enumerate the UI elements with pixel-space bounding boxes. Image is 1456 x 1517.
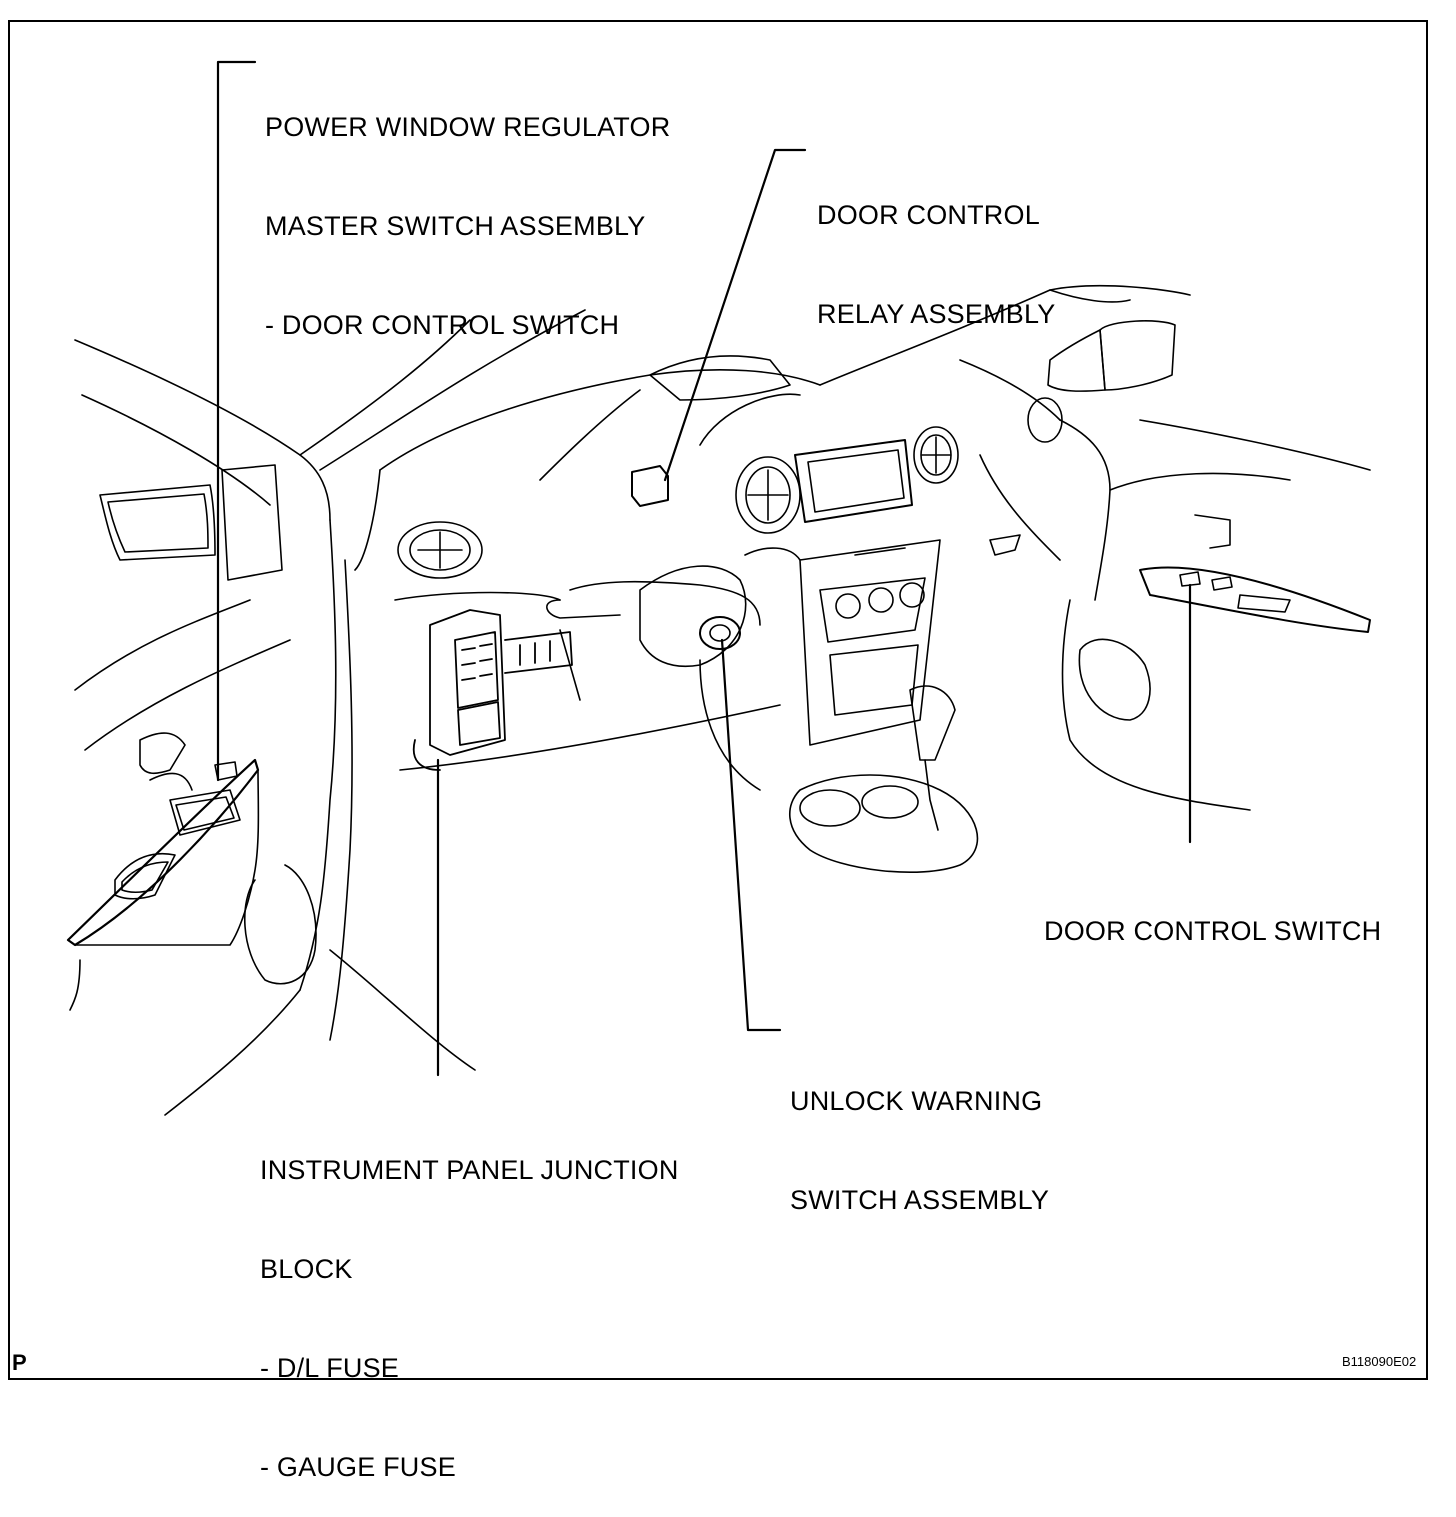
leader-lines (216, 60, 1192, 1077)
junction-block-icon (412, 609, 573, 771)
label-line: UNLOCK WARNING (790, 1086, 1043, 1116)
junction-block-label: INSTRUMENT PANEL JUNCTION BLOCK - D/L FU… (260, 1088, 679, 1517)
label-line: MASTER SWITCH ASSEMBLY (265, 211, 646, 241)
diagram-frame (8, 20, 1428, 1380)
unlock-warning-switch-label: UNLOCK WARNING SWITCH ASSEMBLY (790, 1019, 1049, 1250)
label-line: RELAY ASSEMBLY (817, 299, 1056, 329)
left-a-pillar (74, 309, 586, 1041)
label-line: INSTRUMENT PANEL JUNCTION (260, 1155, 679, 1185)
power-window-switch-label: POWER WINDOW REGULATOR MASTER SWITCH ASS… (265, 45, 670, 375)
door-control-relay-icon (631, 465, 669, 507)
label-line: DOOR CONTROL SWITCH (1044, 916, 1382, 946)
label-line: BLOCK (260, 1254, 353, 1284)
dashboard (354, 284, 1371, 873)
left-door-panel (66, 464, 476, 1116)
label-line: - GAUGE FUSE (260, 1452, 456, 1482)
corner-mark: P (12, 1350, 27, 1375)
label-line: DOOR CONTROL (817, 200, 1040, 230)
figure-code: B118090E02 (1342, 1354, 1417, 1369)
label-line: SWITCH ASSEMBLY (790, 1185, 1050, 1215)
label-line: - DOOR CONTROL SWITCH (265, 310, 620, 340)
label-line: POWER WINDOW REGULATOR (265, 112, 671, 142)
door-control-switch-label: DOOR CONTROL SWITCH (1044, 849, 1381, 981)
label-line: - D/L FUSE (260, 1353, 400, 1383)
vehicle-interior-illustration (66, 60, 1371, 1116)
door-control-relay-label: DOOR CONTROL RELAY ASSEMBLY (817, 133, 1055, 364)
